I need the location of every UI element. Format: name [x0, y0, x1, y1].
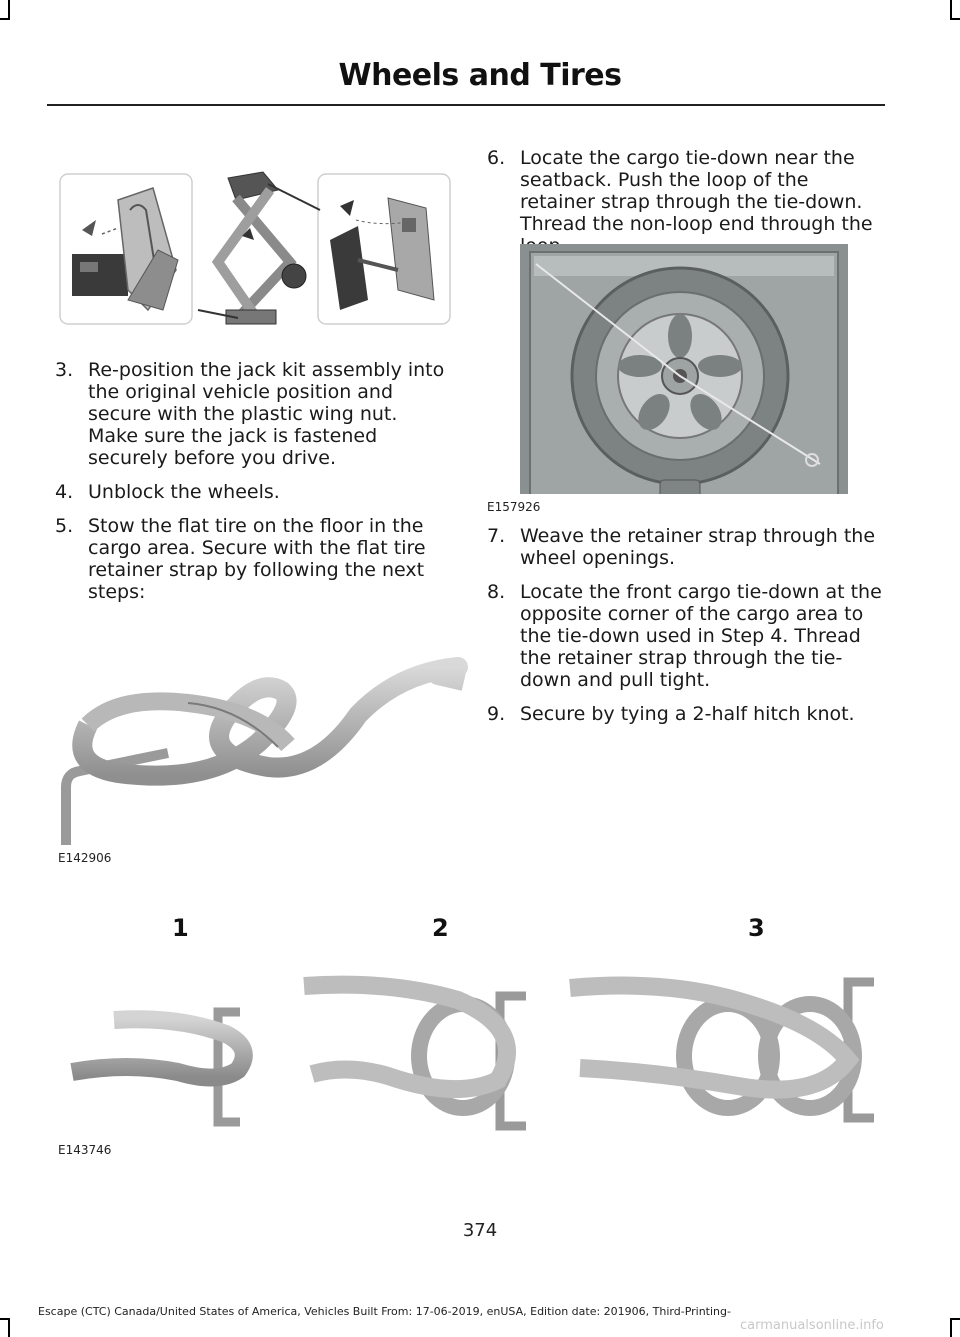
crop-mark-bottom-right: [950, 1318, 952, 1337]
crop-mark-bottom-left-h: [0, 1318, 10, 1320]
step-text: Stow the flat tire on the floor in the c…: [88, 515, 426, 603]
knot-step-label-3: 3: [748, 914, 765, 942]
knot-step-label-1: 1: [172, 914, 189, 942]
right-step-list-top: 6. Locate the cargo tie-down near the sea…: [487, 147, 882, 269]
step-number: 7.: [487, 525, 506, 547]
list-item: 6. Locate the cargo tie-down near the sea…: [487, 147, 882, 257]
step-number: 6.: [487, 147, 506, 169]
jack-kit-figure: [59, 171, 451, 325]
crop-mark-top-right-h: [950, 18, 960, 20]
crop-mark-top-left-h: [0, 18, 10, 20]
list-item: 8. Locate the front cargo tie-down at the…: [487, 581, 882, 691]
step-number: 3.: [55, 359, 74, 381]
step-text: Re-position the jack kit assembly into t…: [88, 359, 445, 469]
step-text: Locate the front cargo tie-down at the o…: [520, 581, 882, 691]
list-item: 9. Secure by tying a 2-half hitch knot.: [487, 703, 882, 725]
right-step-list-bottom: 7. Weave the retainer strap through the w…: [487, 525, 882, 737]
step-text: Secure by tying a 2-half hitch knot.: [520, 703, 855, 725]
crop-mark-bottom-right-h: [950, 1318, 960, 1320]
crop-mark-top-left: [8, 0, 10, 18]
knot-step-label-2: 2: [432, 914, 449, 942]
step-text: Weave the retainer strap through the whe…: [520, 525, 876, 569]
spare-tire-cargo-figure: [520, 244, 848, 508]
list-item: 4. Unblock the wheels.: [55, 481, 450, 503]
step-text: Unblock the wheels.: [88, 481, 280, 503]
page-title: Wheels and Tires: [338, 58, 623, 93]
step-number: 5.: [55, 515, 74, 537]
figure-code-strap-loop: E142906: [58, 851, 112, 865]
list-item: 7. Weave the retainer strap through the w…: [487, 525, 882, 569]
strap-loop-figure: [61, 657, 468, 845]
step-number: 8.: [487, 581, 506, 603]
knot-sequence-figure: [70, 975, 874, 1131]
header-rule: [47, 104, 885, 106]
crop-mark-top-right: [950, 0, 952, 18]
list-item: 5. Stow the flat tire on the floor in the…: [55, 515, 450, 603]
step-text: Locate the cargo tie-down near the seatb…: [520, 147, 873, 257]
left-step-list: 3. Re-position the jack kit assembly into…: [55, 359, 450, 615]
list-item: 3. Re-position the jack kit assembly into…: [55, 359, 450, 469]
figure-code-knot-sequence: E143746: [58, 1143, 112, 1157]
crop-mark-bottom-left: [8, 1318, 10, 1337]
step-number: 9.: [487, 703, 506, 725]
step-number: 4.: [55, 481, 74, 503]
document-footer: Escape (CTC) Canada/United States of Ame…: [38, 1305, 731, 1318]
figure-code-spare-tire: E157926: [487, 500, 541, 514]
watermark: carmanualsonline.info: [740, 1318, 884, 1333]
page-number: 374: [462, 1220, 498, 1241]
